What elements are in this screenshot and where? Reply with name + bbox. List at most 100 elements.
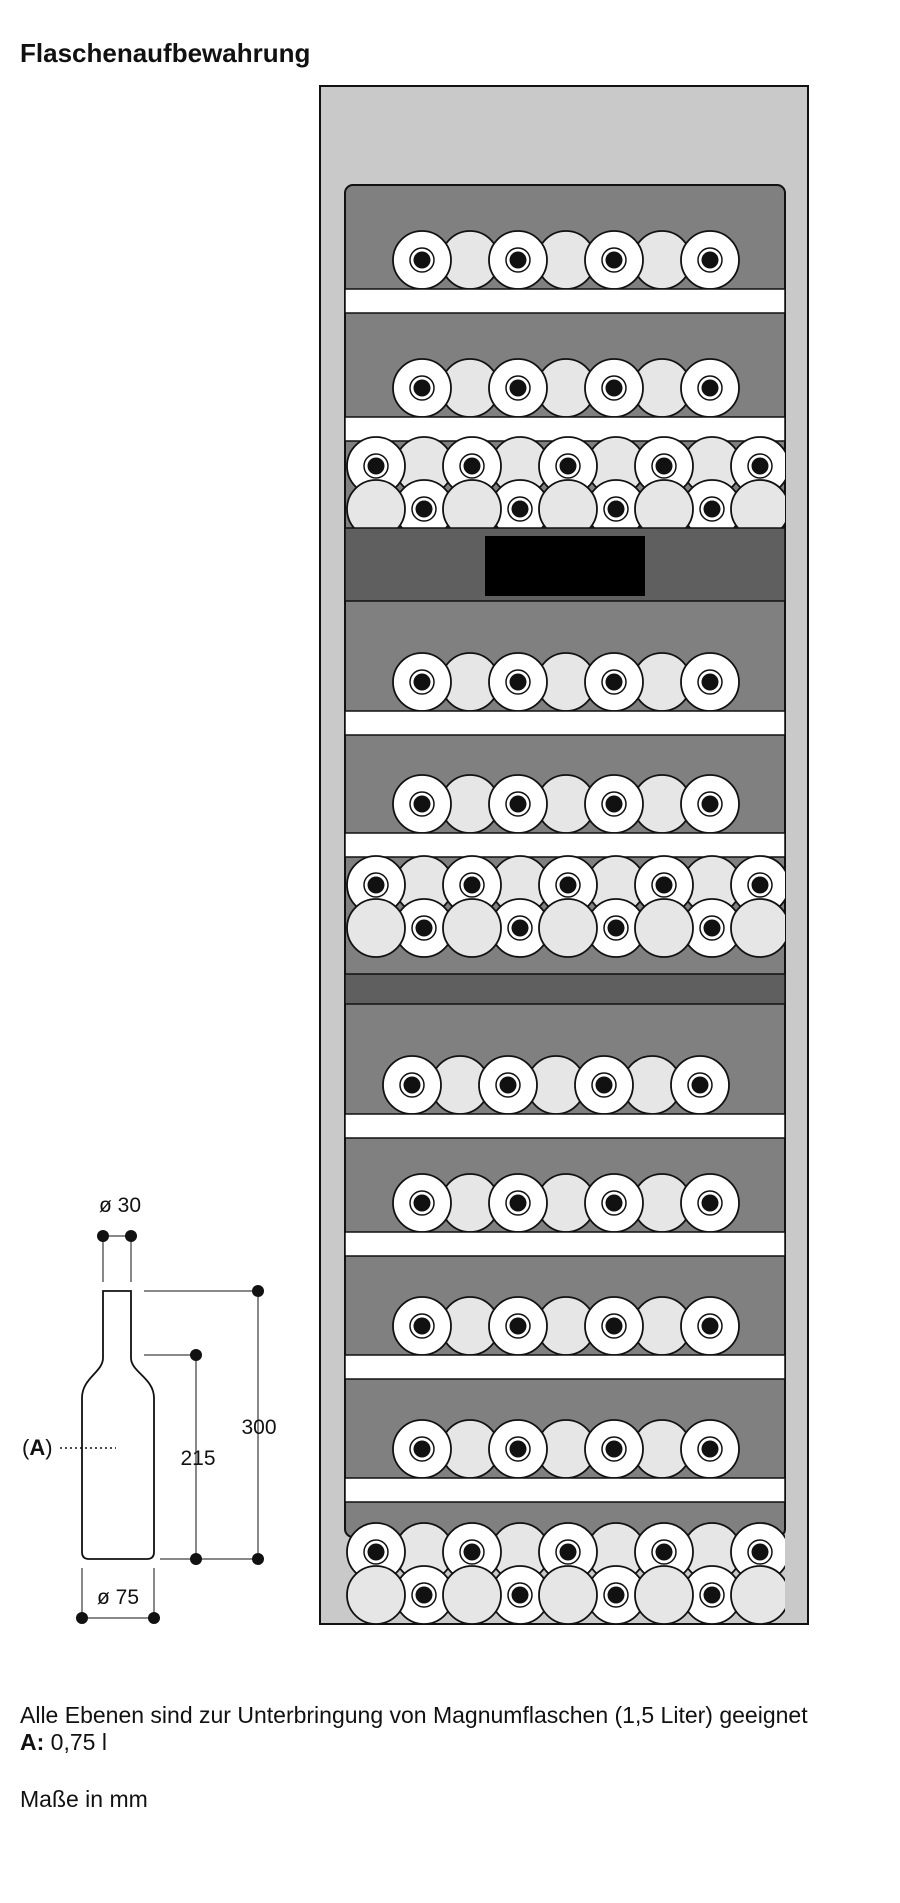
- bottle-row: [346, 1522, 785, 1582]
- bottle-base-icon: [634, 1565, 694, 1625]
- bottle-row: [392, 230, 740, 290]
- bottle-neck-opening: [413, 1194, 431, 1212]
- shelf-board: [344, 832, 786, 858]
- bottle-neck-opening: [511, 919, 529, 937]
- bottle-neck-opening: [509, 1317, 527, 1335]
- bottle-neck-opening: [605, 251, 623, 269]
- bottle-neck-opening: [367, 457, 385, 475]
- bottle-group: [392, 230, 740, 290]
- bottle-neck-opening: [605, 795, 623, 813]
- bottle-neck-opening: [415, 1586, 433, 1604]
- bottle-neck-opening: [511, 1586, 529, 1604]
- capacity-value: 0,75 l: [50, 1729, 107, 1755]
- bottle-neck-opening: [655, 876, 673, 894]
- bottle-neck-opening: [703, 500, 721, 518]
- shoulder-dimension-dot: [190, 1553, 202, 1565]
- bottle-neck-opening: [463, 457, 481, 475]
- bottle-group: [346, 1522, 785, 1625]
- bottle-group: [392, 1296, 740, 1356]
- notes-block: Alle Ebenen sind zur Unterbringung von M…: [20, 1702, 808, 1813]
- shelf-board: [344, 1231, 786, 1257]
- bottle-neck-opening: [701, 379, 719, 397]
- magnum-note: Alle Ebenen sind zur Unterbringung von M…: [20, 1702, 808, 1728]
- bottle-neck-opening: [607, 1586, 625, 1604]
- shelf-compartment: [344, 1173, 786, 1257]
- bottle-neck-opening: [413, 1440, 431, 1458]
- height-dimension-dot: [252, 1553, 264, 1565]
- bottle-neck-opening: [415, 919, 433, 937]
- bottle-neck-opening: [559, 457, 577, 475]
- bottle-group: [382, 1055, 730, 1115]
- bottle-neck-opening: [703, 1586, 721, 1604]
- bottle-row: [346, 855, 785, 915]
- display-screen: [485, 536, 645, 596]
- bottle-neck-opening: [701, 1440, 719, 1458]
- capacity-key: A:: [20, 1729, 45, 1755]
- bottle-row: [346, 436, 785, 496]
- neck-diameter-label: ø 30: [99, 1194, 141, 1217]
- shelf-compartment: [344, 1055, 786, 1139]
- bottle-neck-opening: [701, 1317, 719, 1335]
- bottle-neck-opening: [509, 1440, 527, 1458]
- neck-dimension-dot: [125, 1230, 137, 1242]
- wine-cabinet: [319, 85, 809, 1625]
- shelf-compartment: [344, 1419, 786, 1503]
- bottle-neck-opening: [751, 1543, 769, 1561]
- bottle-neck-opening: [499, 1076, 517, 1094]
- bottle-neck-opening: [559, 1543, 577, 1561]
- bottle-neck-opening: [415, 500, 433, 518]
- label-callout: (A): [22, 1435, 53, 1460]
- bottle-base-icon: [634, 898, 694, 958]
- bottle-row: [392, 1173, 740, 1233]
- bottle-neck-opening: [703, 919, 721, 937]
- bottle-base-icon: [730, 1565, 785, 1625]
- shelf-board: [344, 1354, 786, 1380]
- bottle-group: [392, 1419, 740, 1479]
- shelf-compartment: [344, 774, 786, 858]
- bottle-neck-opening: [463, 876, 481, 894]
- bottle-neck-opening: [403, 1076, 421, 1094]
- shelf-compartment: [346, 436, 785, 539]
- bottle-neck-opening: [413, 673, 431, 691]
- shelf-compartment: [344, 652, 786, 736]
- shelf-board: [344, 288, 786, 314]
- bottle-row: [392, 1296, 740, 1356]
- bottle-group: [392, 652, 740, 712]
- bottle-neck-opening: [509, 1194, 527, 1212]
- bottle-base-icon: [730, 898, 785, 958]
- shelf-compartment: [346, 1522, 785, 1625]
- base-dimension-dot: [148, 1612, 160, 1624]
- bottle-neck-opening: [509, 379, 527, 397]
- bottle-neck-opening: [367, 876, 385, 894]
- capacity-note: A: 0,75 l: [20, 1729, 808, 1756]
- bottle-base-icon: [538, 898, 598, 958]
- bottle-neck-opening: [605, 1440, 623, 1458]
- bottle-row: [392, 652, 740, 712]
- bottle-group: [346, 436, 785, 539]
- bottle-row: [346, 898, 785, 958]
- bottle-neck-opening: [605, 1317, 623, 1335]
- bottle-neck-opening: [559, 876, 577, 894]
- neck-dimension-dot: [97, 1230, 109, 1242]
- shelf-compartment: [344, 358, 786, 442]
- bottle-neck-opening: [655, 1543, 673, 1561]
- bottle-group: [346, 855, 785, 958]
- bottle-base-icon: [346, 1565, 406, 1625]
- bottle-neck-opening: [701, 251, 719, 269]
- shelf-compartment: [344, 230, 786, 314]
- shelf-board: [344, 1113, 786, 1139]
- bottle-neck-opening: [701, 673, 719, 691]
- bottle-base-icon: [346, 898, 406, 958]
- bottle-neck-opening: [595, 1076, 613, 1094]
- bottle-neck-opening: [413, 795, 431, 813]
- shelf-board: [344, 710, 786, 736]
- bottle-neck-opening: [413, 251, 431, 269]
- bottle-neck-opening: [701, 1194, 719, 1212]
- units-note: Maße in mm: [20, 1786, 148, 1812]
- bottle-group: [392, 774, 740, 834]
- bottle-base-icon: [442, 898, 502, 958]
- bottle-neck-opening: [751, 876, 769, 894]
- divider-bar: [344, 973, 786, 1005]
- bottle-neck-opening: [463, 1543, 481, 1561]
